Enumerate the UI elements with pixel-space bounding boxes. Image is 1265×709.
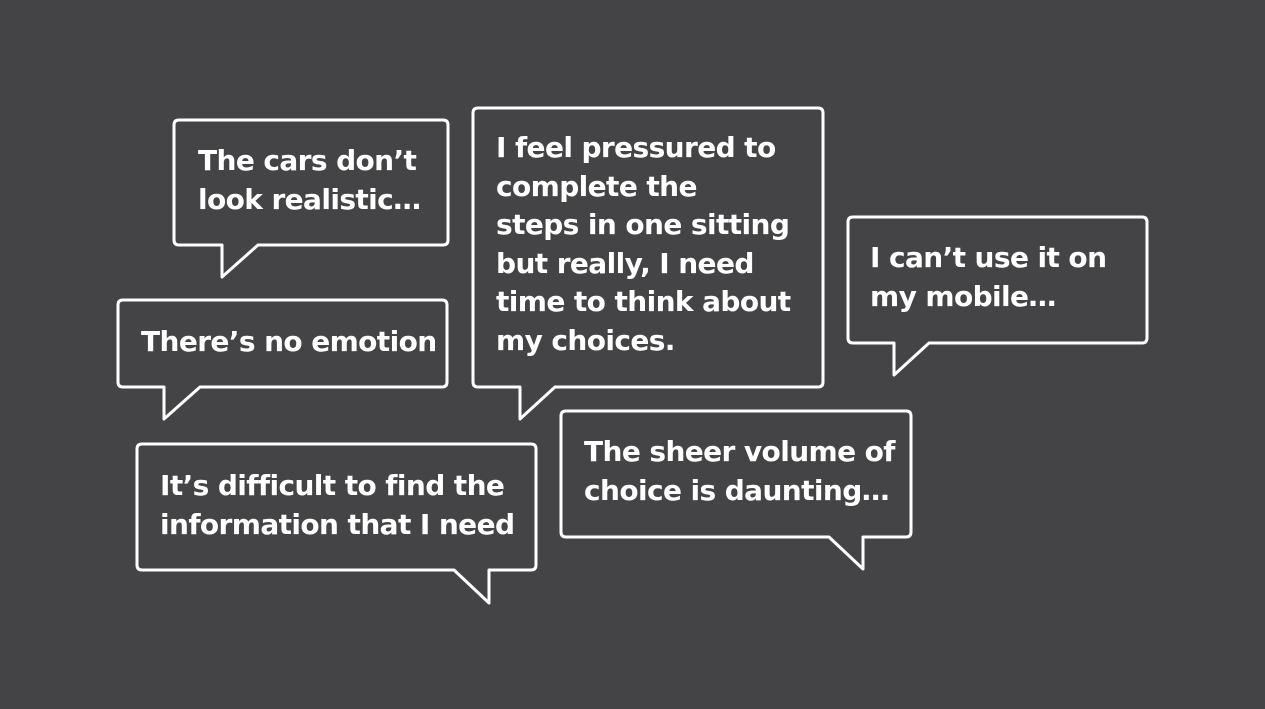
bubble-pressured-text: I feel pressured to complete the steps i… xyxy=(496,129,791,360)
bubble-difficult-info-text: It’s difficult to find the information t… xyxy=(160,467,515,544)
bubble-line: The cars don’t xyxy=(198,144,417,177)
bubble-line: choice is daunting… xyxy=(584,473,890,507)
bubble-volume-choice-outline xyxy=(559,409,913,571)
bubble-line: information that I need xyxy=(160,507,515,541)
bubble-line: The sheer volume of xyxy=(584,435,895,468)
bubble-cars-realistic-text: The cars don’t look realistic… xyxy=(198,142,421,219)
bubble-mobile-text: I can’t use it on my mobile… xyxy=(870,239,1107,316)
bubble-volume-choice-text: The sheer volume of choice is daunting… xyxy=(584,433,895,510)
bubble-line: There’s no emotion xyxy=(141,325,437,358)
bubble-line: but really, I need xyxy=(496,246,754,280)
bubble-line: look realistic… xyxy=(198,182,421,216)
bubble-pressured-outline xyxy=(471,106,825,421)
bubble-difficult-info-outline xyxy=(135,442,538,605)
bubble-line: my mobile… xyxy=(870,279,1056,313)
bubble-line: steps in one sitting xyxy=(496,208,790,241)
bubble-mobile-outline xyxy=(846,215,1149,377)
bubble-line: I feel pressured to xyxy=(496,131,776,164)
bubble-no-emotion-text: There’s no emotion xyxy=(141,323,437,362)
bubble-line: time to think about xyxy=(496,285,791,318)
bubble-line: I can’t use it on xyxy=(870,241,1107,274)
bubble-no-emotion-outline xyxy=(116,298,449,421)
bubble-line: complete the xyxy=(496,169,697,203)
bubble-line: my choices. xyxy=(496,323,675,357)
bubble-cars-realistic-outline xyxy=(172,118,450,279)
bubble-line: It’s difficult to find the xyxy=(160,469,505,502)
